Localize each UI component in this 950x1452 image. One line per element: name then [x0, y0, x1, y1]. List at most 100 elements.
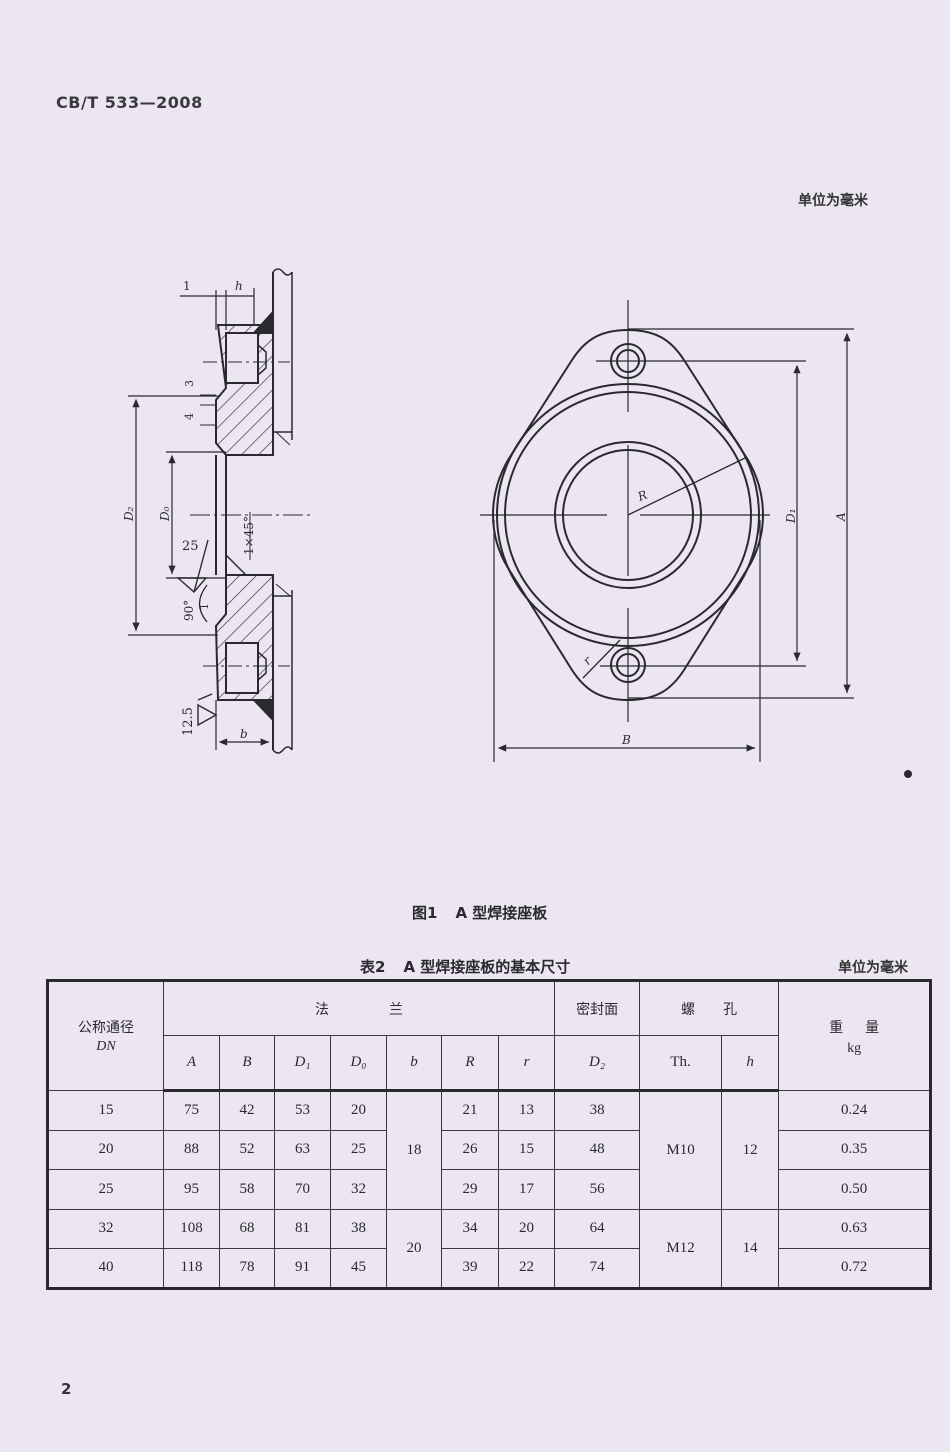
cell-weight: 0.72: [778, 1248, 932, 1289]
header-weight: 重量 kg: [778, 980, 932, 1091]
label-D1: D₁: [784, 509, 798, 524]
cell-weight: 0.24: [778, 1090, 932, 1131]
cell-Th: M10: [639, 1090, 723, 1210]
col-R: R: [441, 1035, 499, 1092]
cell-dn: 15: [47, 1090, 164, 1131]
header-dn: 公称通径 DN: [47, 980, 164, 1091]
cell-B: 42: [219, 1090, 275, 1131]
cell-weight: 0.63: [778, 1208, 932, 1249]
cell-r: 13: [497, 1090, 556, 1131]
col-h: h: [721, 1035, 780, 1092]
label-D0: D₀: [158, 506, 172, 522]
cell-B: 52: [219, 1129, 275, 1170]
cell-B: 68: [219, 1208, 275, 1249]
cell-D1: 91: [274, 1248, 331, 1289]
cell-D1: 70: [274, 1169, 331, 1210]
label-chamfer: 1×45°: [242, 516, 256, 555]
cell-B: 58: [219, 1169, 275, 1210]
cell-D2: 38: [554, 1090, 641, 1131]
front-view: [480, 300, 854, 762]
label-roughness-12-5: 12.5: [181, 707, 196, 736]
table-unit-note: 单位为毫米: [838, 960, 908, 976]
cell-D1: 63: [274, 1129, 331, 1170]
col-B: B: [219, 1035, 275, 1092]
cell-D1: 53: [274, 1090, 331, 1131]
dn-label: 公称通径: [78, 1020, 134, 1036]
label-4: 4: [183, 413, 196, 420]
cell-D2: 48: [554, 1129, 641, 1170]
label-angle-90: 90°: [182, 600, 196, 621]
cell-A: 88: [163, 1129, 220, 1170]
col-A: A: [163, 1035, 220, 1092]
cell-b: 20: [386, 1208, 442, 1289]
weight-label: 重量: [829, 1020, 902, 1036]
cell-b: 18: [386, 1090, 442, 1210]
scan-artifact-dot: [904, 770, 912, 778]
dimensions-table: 公称通径 DN 法兰 密封面 螺孔 重量 kg A B D₁ D₀ b R r …: [46, 979, 933, 1290]
weight-unit: kg: [847, 1041, 862, 1056]
label-3: 3: [183, 380, 196, 387]
label-roughness-25: 25: [182, 539, 199, 554]
standard-code: CB/T 533—2008: [56, 93, 203, 112]
cell-r: 20: [497, 1208, 556, 1249]
figure-number: 图1: [412, 904, 438, 922]
cell-D2: 64: [554, 1208, 641, 1249]
cell-Th: M12: [639, 1208, 723, 1289]
cell-D2: 74: [554, 1248, 641, 1289]
figure-title: A 型焊接座板: [455, 904, 548, 922]
table-row: 25 95 58 70 32 29 17 56 0.50: [47, 1169, 932, 1210]
table-title: A 型焊接座板的基本尺寸: [403, 958, 571, 976]
col-Th: Th.: [639, 1035, 723, 1092]
cell-R: 21: [441, 1090, 499, 1131]
cell-B: 78: [219, 1248, 275, 1289]
cell-weight: 0.50: [778, 1169, 932, 1210]
cell-weight: 0.35: [778, 1129, 932, 1170]
cell-dn: 40: [47, 1248, 164, 1289]
label-A: A: [834, 512, 848, 522]
label-r: r: [580, 653, 595, 668]
side-view-labels: 1 h 3 4 D₂ D₀ 1×45° 25 90° 1 12.5 b: [122, 279, 256, 741]
cell-D0: 45: [330, 1248, 387, 1289]
header-flange-group: 法兰: [162, 980, 556, 1036]
table-caption: 表2 A 型焊接座板的基本尺寸: [360, 956, 570, 977]
table-number: 表2: [360, 958, 386, 976]
col-D0: D₀: [330, 1035, 387, 1092]
cell-D2: 56: [554, 1169, 641, 1210]
cell-R: 29: [441, 1169, 499, 1210]
cell-A: 118: [163, 1248, 220, 1289]
cell-D0: 25: [330, 1129, 387, 1170]
cell-A: 108: [163, 1208, 220, 1249]
cell-D0: 20: [330, 1090, 387, 1131]
page-number: 2: [61, 1380, 72, 1398]
dn-symbol: DN: [96, 1039, 116, 1054]
label-D2: D₂: [122, 506, 136, 522]
cell-dn: 32: [47, 1208, 164, 1249]
front-view-labels: R r D₁ A B: [580, 488, 848, 747]
cell-r: 22: [497, 1248, 556, 1289]
label-h: h: [235, 279, 243, 293]
header-seal-group: 密封面: [554, 980, 641, 1036]
cell-A: 95: [163, 1169, 220, 1210]
col-D2: D₂: [554, 1035, 641, 1092]
cell-dn: 25: [47, 1169, 164, 1210]
table-row: 20 88 52 63 25 26 15 48 0.35: [47, 1129, 932, 1170]
col-r: r: [497, 1035, 556, 1092]
table-row: 40 118 78 91 45 39 22 74 0.72: [47, 1248, 932, 1289]
cell-R: 26: [441, 1129, 499, 1170]
table-row: 15 75 42 53 20 18 21 13 38 M10 12 0.24: [47, 1090, 932, 1210]
unit-note: 单位为毫米: [798, 193, 868, 209]
cell-h: 14: [721, 1208, 780, 1289]
cell-r: 17: [497, 1169, 556, 1210]
cell-R: 34: [441, 1208, 499, 1249]
col-b: b: [386, 1035, 442, 1092]
label-R: R: [635, 488, 649, 505]
cell-D1: 81: [274, 1208, 331, 1249]
cell-D0: 38: [330, 1208, 387, 1249]
label-B: B: [621, 733, 631, 747]
figure-caption: 图1 A 型焊接座板: [412, 902, 547, 923]
cell-R: 39: [441, 1248, 499, 1289]
header-bolt-group: 螺孔: [639, 980, 780, 1036]
label-b: b: [240, 727, 248, 741]
table-row: 32 108 68 81 38 20 34 20 64 M12 14 0.63: [47, 1208, 932, 1289]
col-D1: D₁: [274, 1035, 331, 1092]
